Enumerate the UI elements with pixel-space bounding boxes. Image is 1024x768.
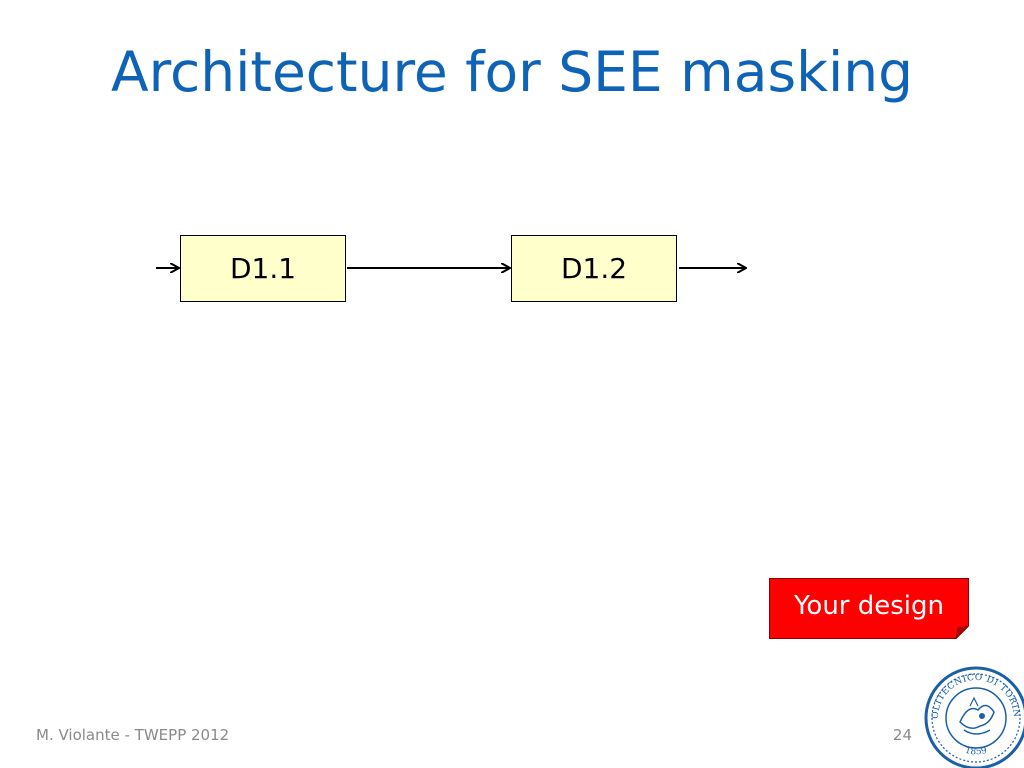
footer-author-event: M. Violante - TWEPP 2012: [36, 726, 230, 744]
politecnico-seal-logo: POLITECNICO DI TORINO 1859: [920, 660, 1024, 768]
svg-text:1859: 1859: [964, 746, 988, 758]
callout-label: Your design: [793, 591, 945, 621]
block-d1-2: D1.2: [511, 235, 677, 302]
your-design-callout: Your design: [769, 578, 971, 641]
footer-page-number: 24: [892, 726, 912, 744]
callout-shape: [769, 578, 971, 641]
block-d1-2-label: D1.2: [560, 252, 628, 285]
block-d1-1: D1.1: [180, 235, 346, 302]
slide-title: Architecture for SEE masking: [110, 40, 914, 104]
block-d1-1-label: D1.1: [229, 252, 297, 285]
